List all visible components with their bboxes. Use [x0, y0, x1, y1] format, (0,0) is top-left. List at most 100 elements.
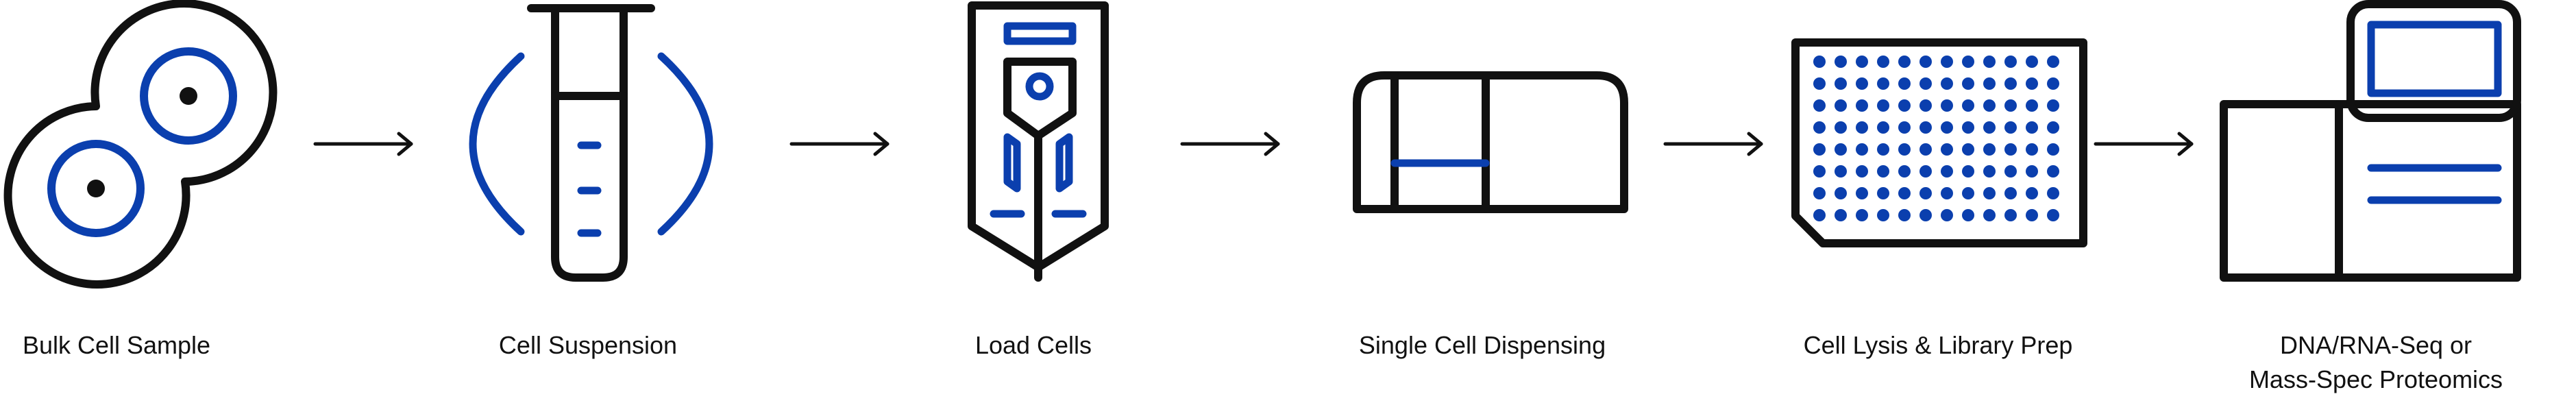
well-dot — [2047, 209, 2059, 221]
well-dot — [1877, 165, 1889, 178]
well-dot — [1941, 99, 1953, 112]
well-dot — [1856, 165, 1868, 178]
well-dot — [1813, 209, 1826, 221]
well-dot — [1877, 99, 1889, 112]
well-dot — [1962, 77, 1974, 90]
arrow-icon — [1663, 132, 1763, 156]
well-dot — [2026, 165, 2038, 178]
sequencer-icon — [2220, 0, 2521, 282]
well-dot — [1919, 56, 1932, 68]
well-dot — [2004, 165, 2017, 178]
well-dot — [1835, 143, 1847, 156]
well-dot — [2004, 77, 2017, 90]
well-dot — [1856, 99, 1868, 112]
test-tube-icon — [469, 4, 713, 282]
well-dot — [1962, 187, 1974, 199]
dispenser-icon — [1353, 71, 1628, 213]
well-dot — [1813, 165, 1826, 178]
well-dot — [1983, 165, 1996, 178]
arrow-icon — [789, 132, 890, 156]
well-dot — [2004, 121, 2017, 134]
well-dot — [1813, 77, 1826, 90]
well-dot — [2026, 209, 2038, 221]
well-dot — [1835, 209, 1847, 221]
well-dot — [2026, 99, 2038, 112]
well-dot — [1941, 187, 1953, 199]
step-label-load-cells: Load Cells — [974, 331, 1092, 359]
well-dot — [1813, 121, 1826, 134]
well-dot — [1898, 56, 1911, 68]
step-label-sequencing-line2: Mass-Spec Proteomics — [2248, 365, 2503, 393]
well-dot — [2047, 121, 2059, 134]
well-dot — [1919, 143, 1932, 156]
well-dot — [2004, 143, 2017, 156]
well-dot — [1898, 77, 1911, 90]
well-dot — [1877, 143, 1889, 156]
well-dot — [1983, 121, 1996, 134]
well-dot — [2026, 56, 2038, 68]
bulk-cells-icon — [3, 0, 278, 289]
well-dot — [2026, 77, 2038, 90]
well-dot — [1941, 165, 1953, 178]
well-dot — [1919, 165, 1932, 178]
well-dot — [1835, 187, 1847, 199]
well-dot — [1877, 56, 1889, 68]
well-plate-icon — [1791, 38, 2087, 247]
well-dot — [1898, 143, 1911, 156]
well-dot — [1898, 99, 1911, 112]
well-dot — [1898, 165, 1911, 178]
well-dot — [1856, 56, 1868, 68]
well-dot — [1983, 99, 1996, 112]
well-dot — [1856, 209, 1868, 221]
well-dot — [1813, 187, 1826, 199]
well-dot — [1941, 143, 1953, 156]
well-dot — [2047, 143, 2059, 156]
well-dot — [1856, 121, 1868, 134]
well-dot — [1983, 56, 1996, 68]
well-dot — [1835, 121, 1847, 134]
cell-cartridge-icon — [968, 1, 1109, 282]
well-dot — [2004, 56, 2017, 68]
well-dot — [1983, 77, 1996, 90]
well-dot — [1877, 209, 1889, 221]
well-dot — [1919, 187, 1932, 199]
well-dot — [2047, 77, 2059, 90]
well-dot — [2004, 99, 2017, 112]
well-dot — [2004, 209, 2017, 221]
well-dot — [1919, 209, 1932, 221]
well-dot — [2047, 99, 2059, 112]
arrow-icon — [313, 132, 413, 156]
well-dot — [2047, 165, 2059, 178]
well-dot — [1813, 99, 1826, 112]
step-label-single-cell-dispensing: Single Cell Dispensing — [1358, 331, 1606, 359]
well-dot — [1983, 187, 1996, 199]
well-dot — [1856, 187, 1868, 199]
well-dot — [1898, 209, 1911, 221]
well-dot — [1962, 56, 1974, 68]
well-dot — [1919, 99, 1932, 112]
well-dot — [2047, 187, 2059, 199]
well-dot — [1835, 99, 1847, 112]
well-dot — [1813, 143, 1826, 156]
well-dot — [1919, 77, 1932, 90]
well-dot — [2047, 56, 2059, 68]
well-dot — [2026, 143, 2038, 156]
well-dot — [1898, 187, 1911, 199]
well-dot — [1941, 209, 1953, 221]
well-dot — [1941, 77, 1953, 90]
arrow-icon — [2094, 132, 2194, 156]
well-dot — [1813, 56, 1826, 68]
well-dot — [1941, 56, 1953, 68]
step-label-bulk-cell-sample: Bulk Cell Sample — [22, 331, 211, 359]
well-dot — [1962, 121, 1974, 134]
well-dot — [1962, 165, 1974, 178]
well-dot — [1835, 165, 1847, 178]
step-label-sequencing-line1: DNA/RNA-Seq or — [2279, 331, 2473, 359]
well-dot — [1962, 143, 1974, 156]
well-dot — [1835, 56, 1847, 68]
well-dot — [1983, 143, 1996, 156]
well-dot — [1983, 209, 1996, 221]
well-dot — [1898, 121, 1911, 134]
well-dot — [2026, 187, 2038, 199]
